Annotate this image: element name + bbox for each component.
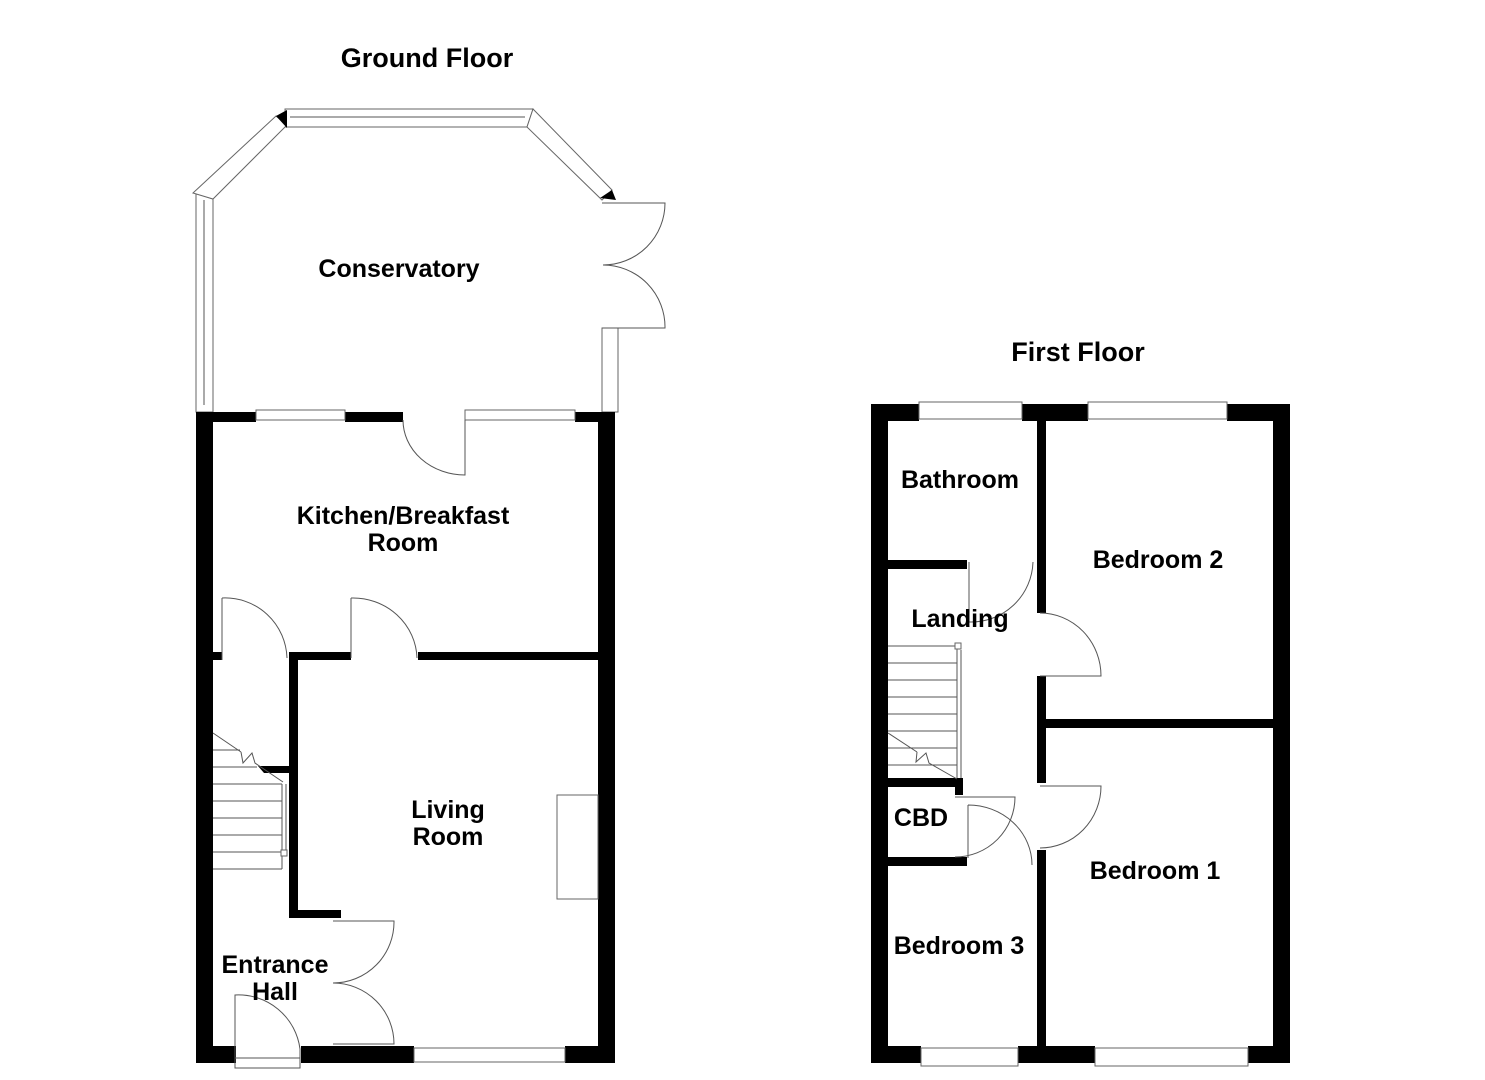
ff-wall-bed1-bed2 (1046, 719, 1273, 728)
ff-wall-stairs-stub (955, 778, 963, 795)
room-label-bedroom2: Bedroom 2 (1092, 546, 1224, 574)
wall-stairs (258, 766, 289, 773)
ff-wall-central-2 (1037, 676, 1046, 783)
room-label-living: Living Room (411, 797, 485, 851)
living-double-door-upper (332, 920, 395, 984)
wall-south-1 (196, 1046, 236, 1063)
wall-west (196, 412, 213, 1063)
kitchen-window-2 (464, 409, 576, 421)
kitchen-conservatory-door (402, 419, 466, 476)
first-floor-plan (871, 401, 1290, 1067)
bedroom3-door (967, 804, 1033, 866)
room-label-bedroom3: Bedroom 3 (893, 932, 1025, 960)
ff-wall-south-1 (871, 1046, 921, 1063)
wall-east (598, 412, 615, 1063)
room-label-bedroom1: Bedroom 1 (1089, 857, 1221, 885)
room-label-entrance-line1: Entrance (221, 951, 329, 979)
bedroom3-window (920, 1047, 1019, 1067)
ground-floor-title: Ground Floor (340, 43, 514, 73)
ff-wall-stairs (888, 778, 962, 787)
first-stairs (887, 642, 962, 780)
bedroom2-window (1087, 401, 1228, 420)
ff-wall-south-3 (1248, 1046, 1290, 1063)
living-window (413, 1047, 566, 1063)
room-label-landing: Landing (911, 605, 1009, 633)
wall-north-3 (575, 412, 615, 422)
wall-kitchen-living-1 (289, 652, 351, 660)
wall-south-3 (565, 1046, 615, 1063)
room-label-kitchen-line1: Kitchen/Breakfast (296, 502, 510, 530)
wall-hall-living (289, 652, 298, 918)
living-kitchen-door (350, 597, 418, 659)
ff-wall-bathroom (888, 560, 967, 569)
cbd-door (954, 796, 1016, 858)
bedroom1-window (1094, 1047, 1249, 1067)
fireplace (556, 794, 599, 900)
ff-wall-north-2 (1022, 404, 1088, 421)
wall-hall-living-stub (289, 910, 341, 918)
wall-south-2 (301, 1046, 414, 1063)
room-label-bathroom: Bathroom (900, 466, 1020, 494)
wall-kitchen-living-2 (418, 652, 600, 660)
ff-wall-central-1 (1037, 404, 1046, 613)
room-label-kitchen: Kitchen/Breakfast Room (297, 503, 510, 557)
bathroom-door (968, 561, 1034, 623)
wall-stub (213, 652, 222, 660)
wall-north-2 (345, 412, 403, 422)
conservatory-french-doors (602, 202, 666, 329)
ff-wall-north-3 (1227, 404, 1290, 421)
front-door (234, 994, 301, 1069)
room-label-entrance: Entrance Hall (222, 952, 329, 1006)
ff-wall-south-2 (1018, 1046, 1095, 1063)
kitchen-window-1 (255, 409, 346, 421)
bedroom1-door (1039, 785, 1102, 849)
ff-wall-west (871, 404, 888, 1063)
room-label-cupboard: CBD (893, 804, 949, 832)
wall-north-1 (196, 412, 256, 422)
first-floor-title: First Floor (1011, 337, 1145, 367)
living-double-door-lower (332, 982, 395, 1045)
ff-wall-east (1273, 404, 1290, 1063)
ff-wall-north-1 (871, 404, 919, 421)
bedroom2-door (1039, 612, 1102, 677)
room-label-kitchen-line2: Room (367, 529, 439, 557)
ff-wall-cbd (888, 857, 967, 866)
ground-floor-plan (192, 108, 666, 1069)
ground-stairs (212, 732, 288, 870)
room-label-living-line1: Living (411, 796, 485, 824)
bathroom-window (918, 401, 1023, 420)
room-label-conservatory: Conservatory (318, 255, 480, 283)
ff-wall-central-3 (1037, 850, 1046, 1046)
room-label-living-line2: Room (412, 823, 484, 851)
hall-kitchen-door (221, 597, 288, 660)
room-label-entrance-line2: Hall (252, 978, 298, 1006)
